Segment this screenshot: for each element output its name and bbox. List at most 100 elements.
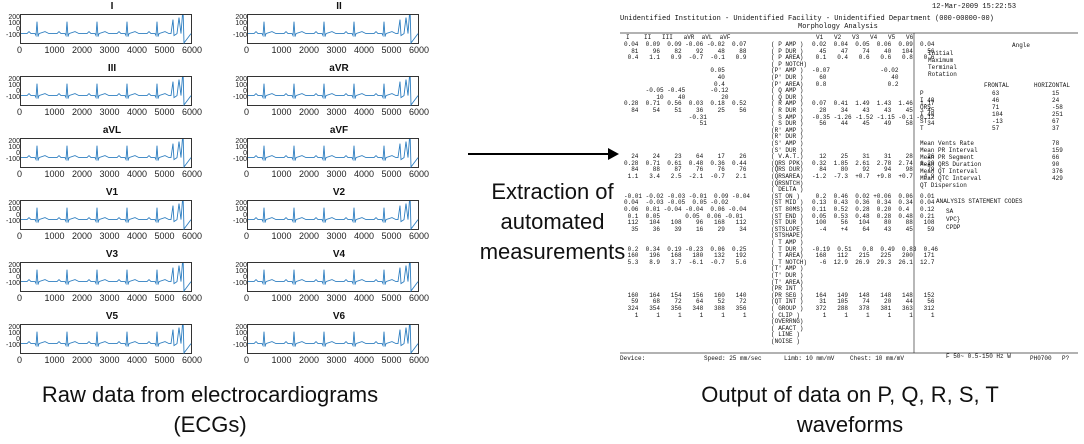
x-tick-label: 4000 bbox=[354, 355, 375, 365]
x-tick-label: 0 bbox=[17, 107, 23, 117]
parameter-label: ( P DUR ) bbox=[771, 47, 804, 55]
parameter-label: (ST END ) bbox=[771, 212, 804, 220]
raw-data-caption-line-1: Raw data from electrocardiograms bbox=[41, 382, 379, 407]
x-tick-label: 5000 bbox=[381, 169, 402, 179]
lead-title-v3: V3 bbox=[105, 249, 119, 260]
y-tick-label: -100 bbox=[5, 32, 20, 39]
axis-row-label: T bbox=[920, 125, 924, 132]
lead-title-avf: aVF bbox=[329, 125, 349, 136]
axis-row-label: P bbox=[920, 90, 924, 97]
chest-lead-values: -0.19 0.51 0.8 0.49 0.83 0.46 bbox=[812, 245, 939, 253]
x-tick-label: 0 bbox=[17, 45, 23, 55]
y-tick-label: 200 bbox=[8, 76, 20, 83]
chest-lead-values: 45 47 74 40 104 56 bbox=[812, 47, 935, 55]
lead-title-v6: V6 bbox=[332, 311, 346, 322]
ecg-trace-svg bbox=[21, 201, 192, 231]
footer-page: P? bbox=[1062, 355, 1070, 362]
x-tick-label: 6000 bbox=[182, 45, 203, 55]
chest-lead-values: 164 149 148 148 148 152 bbox=[812, 291, 935, 299]
x-tick-label: 2000 bbox=[72, 231, 93, 241]
parameter-label: ( R AMP ) bbox=[771, 100, 804, 108]
limb-lead-values: 0.28 0.71 0.56 0.03 0.18 0.52 bbox=[624, 100, 747, 108]
extraction-caption-line-2: automated bbox=[500, 209, 605, 234]
lead-title-i: I bbox=[110, 1, 114, 12]
ecg-waveform-line bbox=[248, 15, 419, 45]
y-tick-label: -100 bbox=[232, 218, 247, 225]
angle-label: Maximum bbox=[928, 57, 954, 64]
parameter-label: (S' AMP ) bbox=[771, 140, 804, 147]
chest-lead-values: 0.02 0.04 0.05 0.06 0.09 0.04 bbox=[812, 41, 935, 48]
extraction-caption-line-3: measurements bbox=[479, 239, 626, 264]
x-tick-label: 2000 bbox=[299, 107, 320, 117]
ecg-trace-svg bbox=[248, 325, 419, 355]
chest-lead-values: 0.11 0.52 0.28 0.20 0.4 0.12 bbox=[812, 206, 935, 213]
parameter-label: (QRSAREA) bbox=[771, 173, 804, 180]
parameter-label: ( P NOTCH) bbox=[771, 60, 808, 68]
x-tick-label: 3000 bbox=[326, 355, 347, 365]
x-tick-label: 5000 bbox=[381, 231, 402, 241]
x-tick-label: 4000 bbox=[127, 169, 148, 179]
x-tick-label: 4000 bbox=[354, 45, 375, 55]
parameter-label: ( T DUR ) bbox=[771, 245, 804, 253]
report-institution: Unidentified Institution - Unidentified … bbox=[620, 15, 994, 23]
axis-frontal-value: 71 bbox=[992, 104, 1000, 111]
footer-limb: Limb: 10 mm/mV bbox=[784, 355, 835, 362]
raw-data-caption-line-2: (ECGs) bbox=[173, 412, 247, 437]
ecg-plot-v5 bbox=[20, 324, 192, 355]
axis-frontal-value: 104 bbox=[992, 111, 1003, 118]
x-tick-label: 3000 bbox=[326, 231, 347, 241]
x-tick-label: 3000 bbox=[326, 45, 347, 55]
chest-lead-values: 84 80 92 94 98 79 bbox=[812, 166, 935, 174]
x-tick-label: 6000 bbox=[409, 45, 430, 55]
x-tick-label: 4000 bbox=[127, 231, 148, 241]
y-tick-label: 100 bbox=[8, 20, 20, 27]
parameter-label: (PR INT ) bbox=[771, 285, 804, 293]
y-tick-label: -100 bbox=[232, 280, 247, 287]
x-tick-label: 4000 bbox=[354, 293, 375, 303]
x-tick-label: 2000 bbox=[299, 169, 320, 179]
limb-lead-values: 0.28 0.71 0.61 0.48 0.36 0.44 bbox=[624, 159, 747, 167]
lead-title-v4: V4 bbox=[332, 249, 346, 260]
x-tick-label: 3000 bbox=[99, 45, 120, 55]
angle-label: Initial bbox=[928, 50, 954, 57]
y-tick-label: 0 bbox=[16, 150, 20, 157]
ecg-plot-v6 bbox=[247, 324, 419, 355]
chest-lead-values: 372 288 378 381 363 312 bbox=[812, 305, 935, 312]
parameter-label: ( S DUR ) bbox=[771, 120, 804, 128]
x-tick-label: 5000 bbox=[381, 293, 402, 303]
chest-lead-values: -1.2 -7.3 +0.7 +9.8 +0.7 4.9 bbox=[812, 173, 935, 180]
x-tick-label: 6000 bbox=[182, 231, 203, 241]
parameter-label: (ST ON ) bbox=[771, 192, 800, 200]
y-tick-label: 100 bbox=[235, 82, 247, 89]
limb-lead-values: 0.04 -0.03 -0.05 0.05 -0.02 bbox=[624, 199, 729, 207]
interval-value: 90 bbox=[1052, 161, 1060, 168]
x-tick-label: 5000 bbox=[381, 45, 402, 55]
extraction-caption-line-1: Extraction of bbox=[491, 179, 614, 204]
axis-row-label: ST bbox=[920, 118, 928, 125]
lead-header-chest: V1 V2 V3 V4 V5 V6 bbox=[816, 34, 914, 41]
x-tick-label: 4000 bbox=[127, 293, 148, 303]
limb-lead-values: 1 1 1 1 1 1 bbox=[624, 311, 747, 319]
y-tick-label: 200 bbox=[235, 200, 247, 207]
x-tick-label: 0 bbox=[17, 169, 23, 179]
parameter-label: (T' AREA) bbox=[771, 278, 804, 286]
ecg-plot-i bbox=[20, 14, 192, 45]
chest-lead-values: 0.05 0.53 0.48 0.28 0.48 0.21 bbox=[812, 212, 935, 220]
limb-lead-values: 0.1 0.05 0.05 0.06 -0.01 bbox=[624, 212, 743, 220]
lead-title-avr: aVR bbox=[329, 63, 349, 74]
ecg-trace-svg bbox=[21, 77, 192, 107]
lead-header-limb: I II III aVR aVL aVF bbox=[626, 34, 731, 41]
parameter-label: (QRS PPK) bbox=[771, 159, 804, 167]
ecg-plot-v1 bbox=[20, 200, 192, 231]
parameter-label: (R' AMP ) bbox=[771, 126, 804, 134]
statement-code: SA bbox=[946, 208, 954, 215]
y-tick-label: 0 bbox=[16, 88, 20, 95]
limb-lead-values: 0.2 0.34 0.19 -0.23 0.06 0.25 bbox=[624, 245, 747, 253]
x-tick-label: 2000 bbox=[299, 231, 320, 241]
ecg-trace-svg bbox=[248, 263, 419, 293]
chest-lead-values: 1 1 1 1 1 1 bbox=[812, 311, 935, 319]
parameter-label: (T' DUR ) bbox=[771, 272, 804, 279]
y-tick-label: 200 bbox=[8, 200, 20, 207]
y-tick-label: 200 bbox=[235, 138, 247, 145]
